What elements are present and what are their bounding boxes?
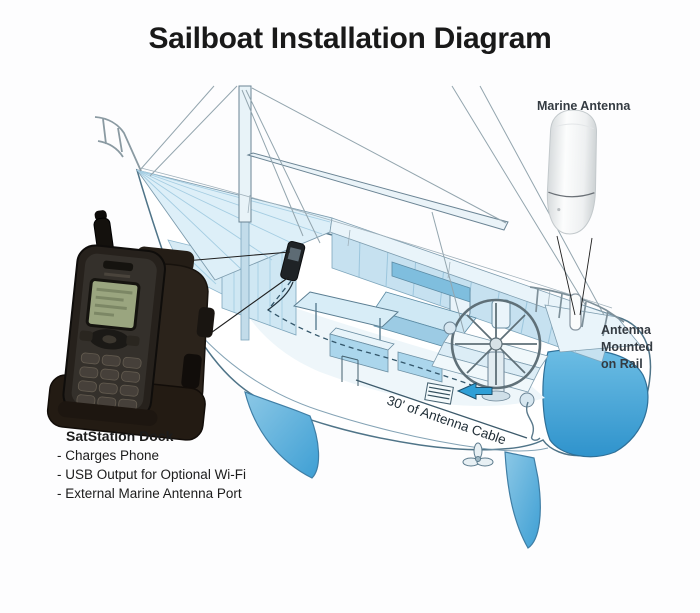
boat-decks bbox=[135, 169, 641, 353]
stern-rail bbox=[529, 286, 625, 337]
phone-screen bbox=[85, 278, 141, 332]
antenna-rail-label-line2: Mounted bbox=[601, 340, 654, 354]
bow-pulpit-rail bbox=[94, 116, 142, 172]
hull-cut-edge bbox=[355, 379, 528, 439]
stern-rope bbox=[525, 401, 541, 441]
marine-antenna-image bbox=[546, 109, 597, 235]
steering-wheel bbox=[443, 298, 542, 441]
marine-antenna-label: Marine Antenna bbox=[537, 99, 631, 113]
phone-earpiece bbox=[103, 260, 134, 272]
cabin-window bbox=[491, 299, 511, 329]
mast-and-rigging bbox=[139, 85, 613, 341]
antenna-rail-label: Antenna Mounted on Rail bbox=[601, 322, 653, 373]
rail-antenna bbox=[569, 293, 582, 331]
dock-info-heading: SatStation Dock bbox=[66, 428, 174, 444]
dock-info-item-3: - External Marine Antenna Port bbox=[57, 486, 242, 501]
page-title: Sailboat Installation Diagram bbox=[148, 22, 552, 55]
antenna-rail-label-line1: Antenna bbox=[601, 323, 651, 337]
winch bbox=[443, 321, 457, 335]
dock-info-item-2: - USB Output for Optional Wi-Fi bbox=[57, 467, 247, 482]
cabin-mounted-phone bbox=[267, 241, 306, 311]
vent-louver bbox=[424, 382, 454, 405]
propeller bbox=[462, 442, 494, 467]
dock-info-item-1: - Charges Phone bbox=[57, 448, 160, 463]
dock-info-block: SatStation Dock - Charges Phone - USB Ou… bbox=[57, 427, 246, 503]
phone-dock-image bbox=[46, 210, 215, 441]
satellite-phone bbox=[57, 210, 166, 426]
phone-keypad bbox=[76, 352, 142, 411]
antenna-rail-label-line3: on Rail bbox=[601, 357, 643, 371]
cable-arrow-icon bbox=[456, 382, 493, 400]
